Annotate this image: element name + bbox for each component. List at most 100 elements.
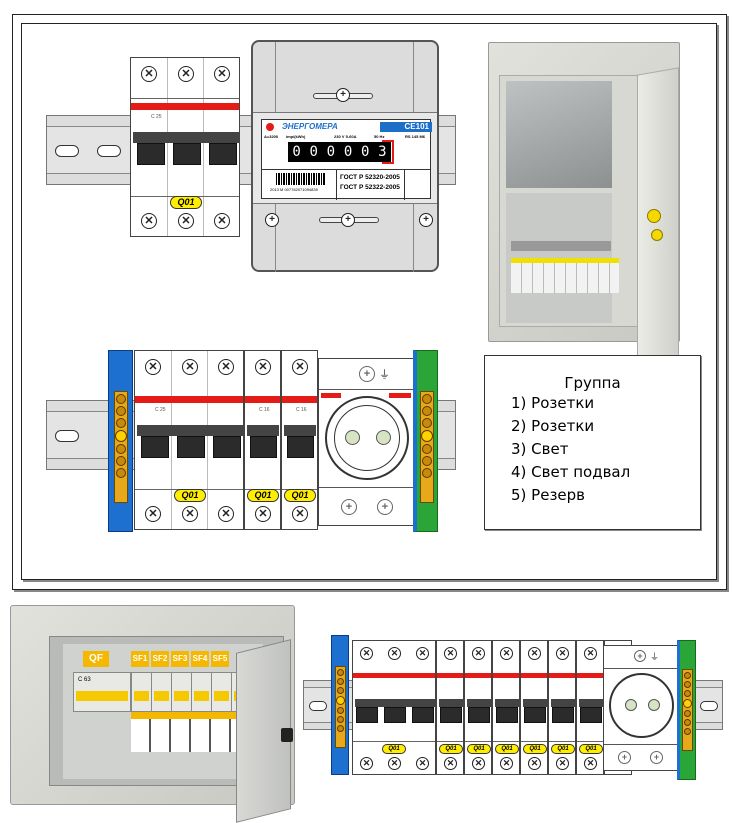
breaker-stripe <box>577 673 603 678</box>
terminal-blocks <box>511 258 619 293</box>
breaker-tag: Q01 <box>174 489 206 502</box>
neutral-busbar <box>331 635 349 775</box>
meter-reading: 0 0 0 0 0 3 <box>288 142 391 162</box>
bottom-breaker: ✕✕Q01 <box>464 640 492 775</box>
label-qf: QF <box>83 651 109 667</box>
outer-frame <box>12 14 727 590</box>
barcode <box>276 173 326 185</box>
breaker-handle[interactable] <box>580 707 602 723</box>
screw-icon: ✕ <box>416 647 429 660</box>
screw-icon: ✕ <box>218 359 234 375</box>
ground-busbar <box>677 640 696 780</box>
screw-icon: ✕ <box>388 647 401 660</box>
screw-icon: ✕ <box>182 506 198 522</box>
socket-pin-hole <box>376 430 391 445</box>
legend-title: Группа <box>564 374 621 392</box>
breaker-handle[interactable] <box>384 707 406 723</box>
legend-item: 2) Розетки <box>511 417 595 435</box>
screw-icon: ✕ <box>145 506 161 522</box>
breaker-tag: Q01 <box>284 489 316 502</box>
bottom-breaker: ✕ ✕ Q01 <box>576 640 604 775</box>
bottom-breaker: ✕✕Q01 <box>520 640 548 775</box>
screw-icon: ✕ <box>500 757 513 770</box>
screw-icon: + <box>634 650 646 662</box>
breaker-handle[interactable] <box>213 436 241 458</box>
socket-pin-hole <box>648 699 660 711</box>
gost-1: ГОСТ Р 52320-2005 <box>340 174 400 181</box>
screw-icon: ✕ <box>472 757 485 770</box>
breaker-handle[interactable] <box>356 707 378 723</box>
terminal-strip <box>420 391 434 503</box>
screw-icon: + <box>650 751 663 764</box>
screw-icon: ✕ <box>145 359 161 375</box>
breaker-handle[interactable] <box>287 436 314 458</box>
breaker-handle[interactable] <box>496 707 518 723</box>
breaker-stripe <box>465 673 491 678</box>
breaker-handle[interactable] <box>412 707 434 723</box>
screw-icon: + <box>359 366 375 382</box>
screw-icon: + <box>419 213 433 227</box>
screw-icon: ✕ <box>584 757 597 770</box>
main-breaker: C 63 <box>73 672 131 712</box>
breaker-tag: Q01 <box>247 489 279 502</box>
lock-key-icon <box>647 209 661 223</box>
group-legend: Группа 1) Розетки 2) Розетки 3) Свет 4) … <box>484 355 701 530</box>
breaker-3pole-top: ✕ ✕ ✕ C 25 Q01 ✕ ✕ ✕ <box>130 57 240 237</box>
screw-icon: + <box>265 213 279 227</box>
screw-icon: + <box>618 751 631 764</box>
screw-icon: ✕ <box>141 66 157 82</box>
breaker-stripe <box>549 673 575 678</box>
breaker-handle[interactable] <box>209 143 237 165</box>
meter-model: CE101 <box>380 122 432 132</box>
legend-item: 4) Свет подвал <box>511 463 631 481</box>
neutral-busbar <box>108 350 133 532</box>
screw-icon: ✕ <box>360 647 373 660</box>
breaker-handle[interactable] <box>137 143 165 165</box>
breaker-tag: Q01 <box>382 744 406 754</box>
screw-icon: ✕ <box>214 213 230 229</box>
legend-item: 1) Розетки <box>511 394 595 412</box>
breaker-handle[interactable] <box>468 707 490 723</box>
din-socket-module: + ⏚ + + <box>603 645 678 771</box>
socket-icon[interactable] <box>325 396 409 480</box>
meter-faceplate: ЭНЕРГОМЕРА CE101 A=3200 imp/(kWh) 230 V … <box>261 119 432 200</box>
breaker-handle[interactable] <box>173 143 201 165</box>
screw-icon: ✕ <box>500 647 513 660</box>
breaker-handle[interactable] <box>177 436 205 458</box>
breaker-stripe <box>493 673 519 678</box>
breaker-handle[interactable] <box>141 436 169 458</box>
screw-icon: ✕ <box>584 647 597 660</box>
breaker-tag: Q01 <box>579 744 603 754</box>
group-breakers <box>131 672 241 712</box>
breaker-stripe <box>131 103 239 110</box>
electricity-meter: + + + + ЭНЕРГОМЕРА CE101 A=3200 imp/(kWh… <box>251 40 439 272</box>
bottom-breaker: ✕✕Q01 <box>436 640 464 775</box>
breaker-stripe <box>437 673 463 678</box>
screw-icon: ✕ <box>556 757 569 770</box>
breaker-handle[interactable] <box>440 707 462 723</box>
screw-icon: ✕ <box>292 359 308 375</box>
screw-icon: ✕ <box>178 66 194 82</box>
breaker-handle[interactable] <box>552 707 574 723</box>
marking-strips <box>131 712 241 752</box>
rail-slot <box>97 145 121 157</box>
screw-icon: + <box>341 213 355 227</box>
screw-icon: ✕ <box>444 647 457 660</box>
distribution-cabinet-photo: QF SF1 SF2 SF3 SF4 SF5 C 63 <box>10 605 295 823</box>
inner-frame <box>21 23 717 580</box>
breaker-tag: Q01 <box>170 196 202 209</box>
screw-icon: ✕ <box>255 359 271 375</box>
screw-icon: ✕ <box>416 757 429 770</box>
meter-cabinet-photo <box>488 42 680 370</box>
socket-icon[interactable] <box>609 673 674 738</box>
gost-2: ГОСТ Р 52322-2005 <box>340 184 400 191</box>
breaker-handle[interactable] <box>250 436 277 458</box>
lock-key-icon <box>651 229 663 241</box>
screw-icon: ✕ <box>556 647 569 660</box>
breaker-handle[interactable] <box>524 707 546 723</box>
indicator-led <box>266 123 274 131</box>
ground-icon: ⏚ <box>379 369 390 381</box>
breaker-stripe <box>353 673 435 678</box>
screw-icon: ✕ <box>292 506 308 522</box>
screw-icon: ✕ <box>444 757 457 770</box>
